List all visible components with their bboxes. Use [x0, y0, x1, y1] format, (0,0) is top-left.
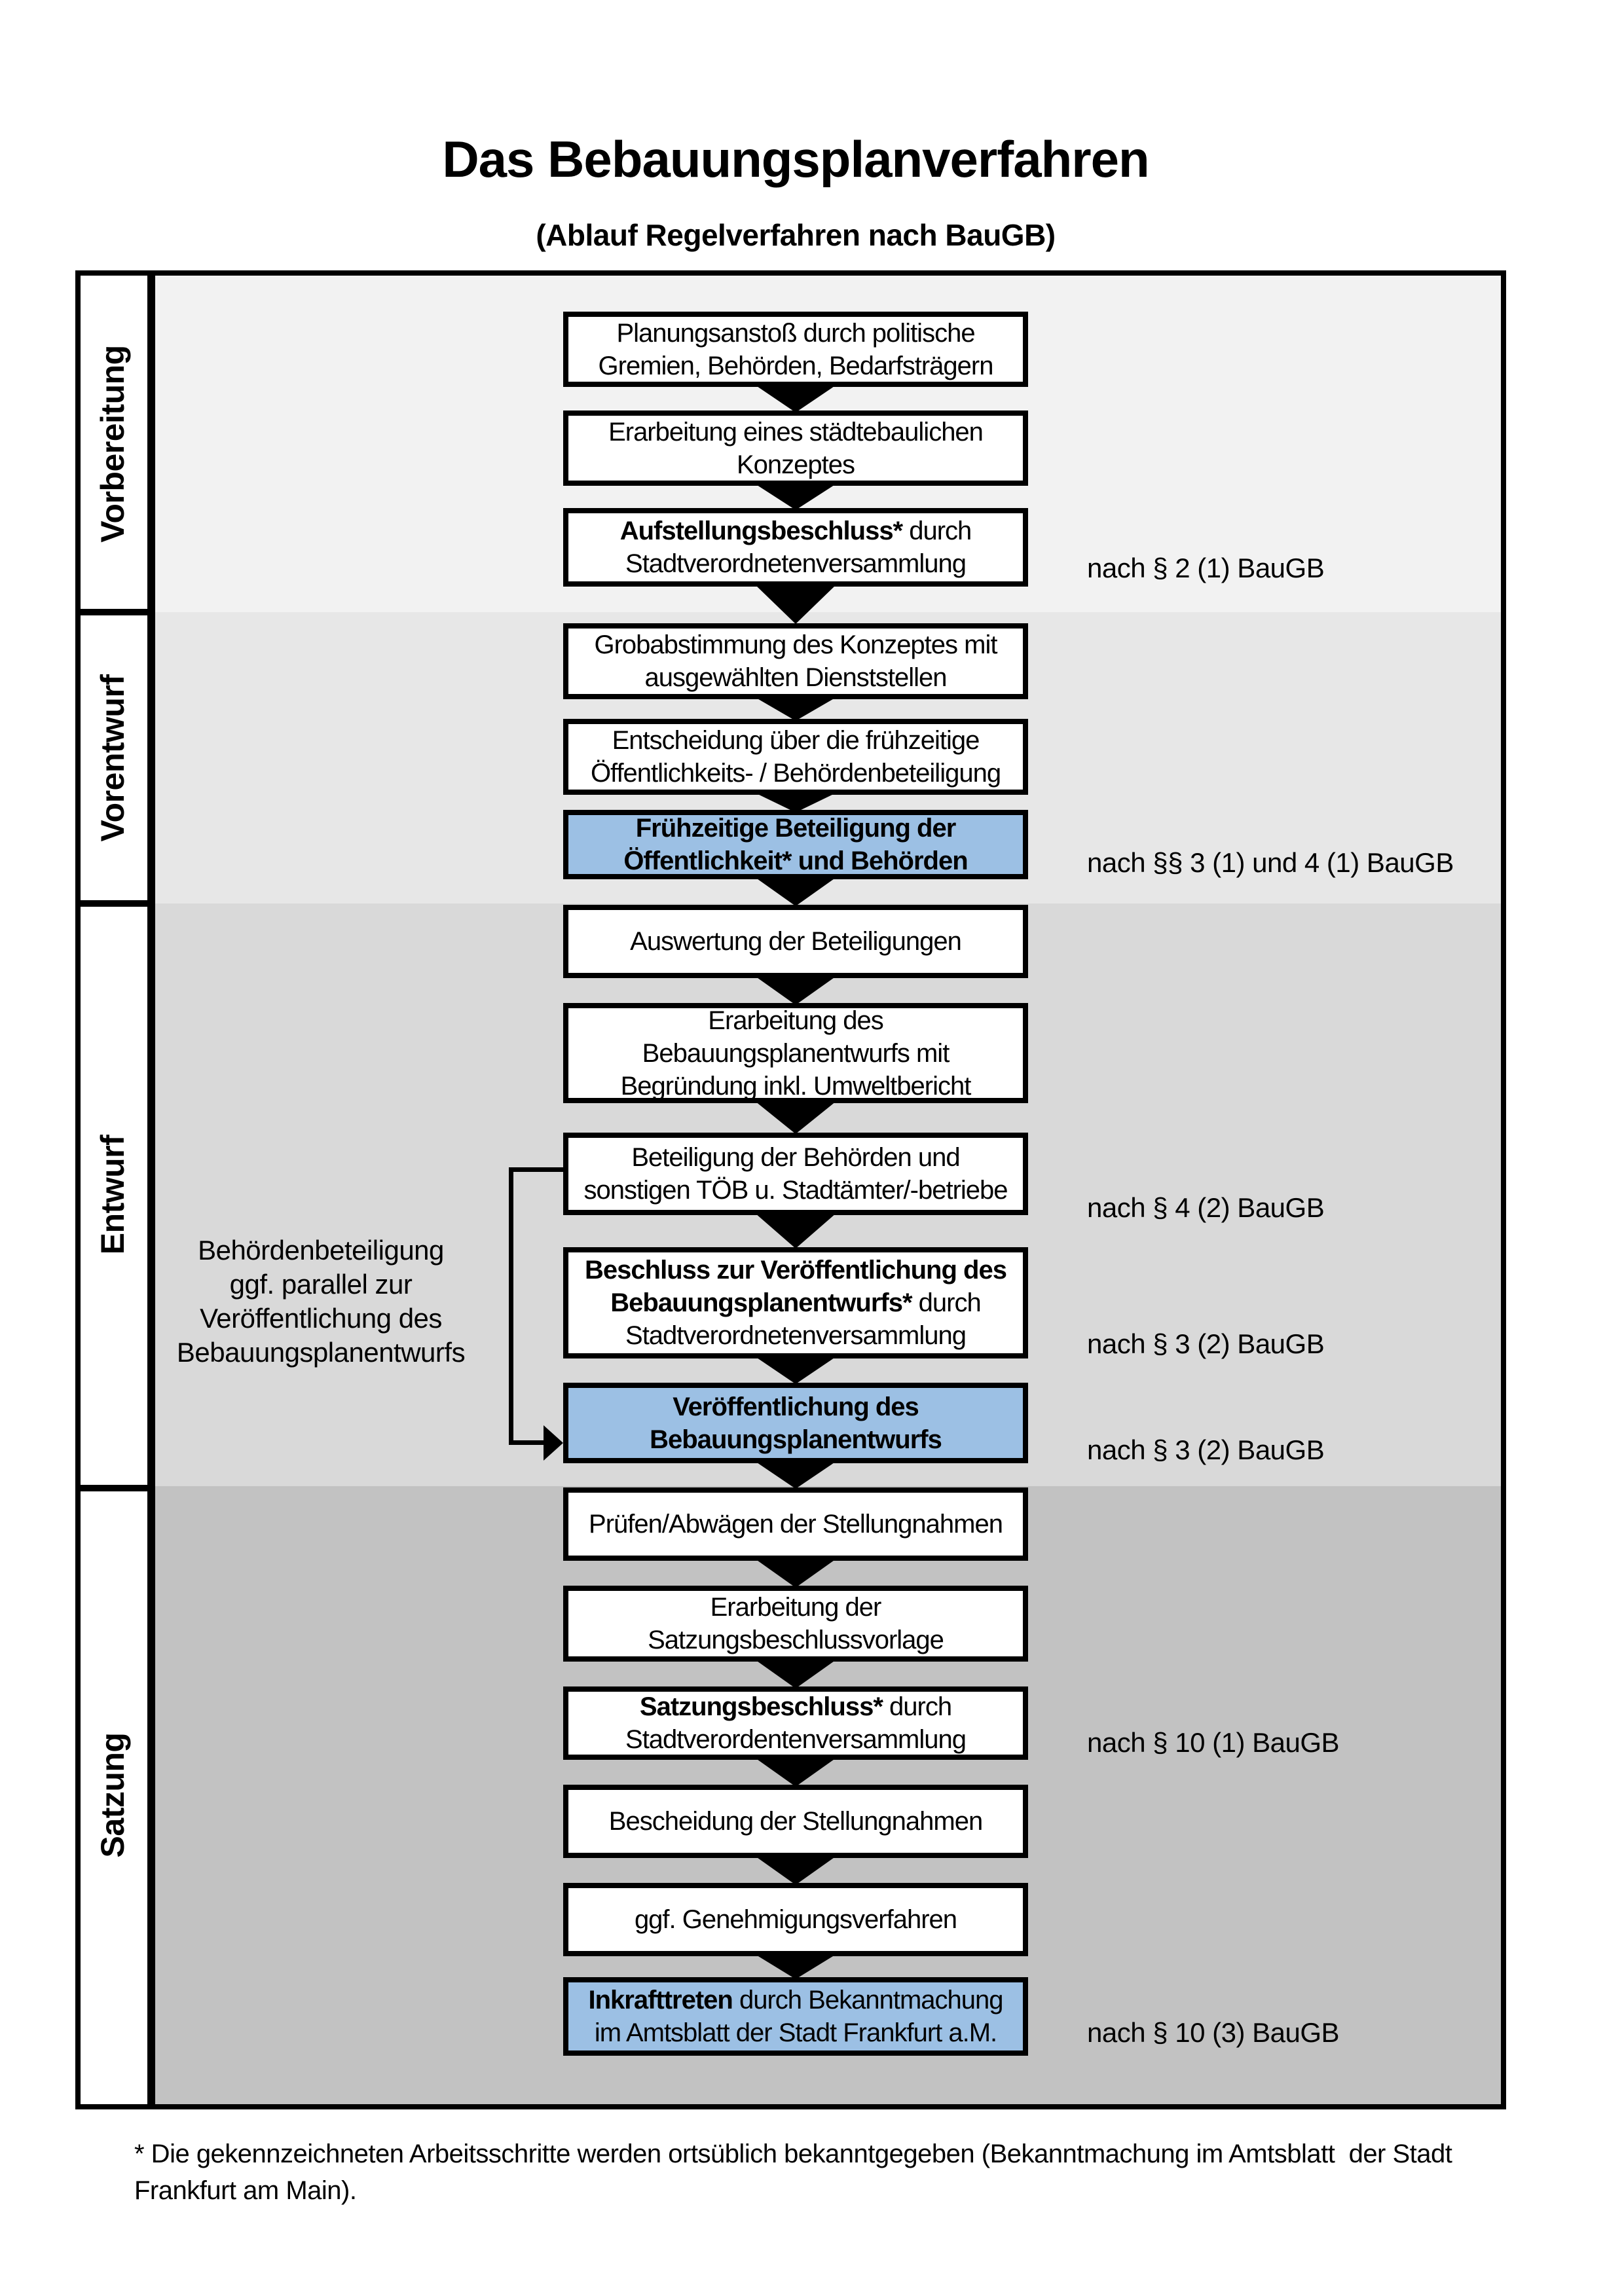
footnote: * Die gekennzeichneten Arbeitsschritte w…	[134, 2136, 1452, 2209]
step-text: ausgewählten Dienststellen	[644, 663, 948, 692]
step-beteiligung-behoerden: Beteiligung der Behörden und sonstigen T…	[563, 1133, 1028, 1215]
side-note-line: Behördenbeteiligung	[198, 1235, 444, 1266]
step-text: Bebauungsplanentwurfs* durch	[610, 1288, 981, 1317]
step-beschluss-veroeffentlichung: Beschluss zur Veröffentlichung des Bebau…	[563, 1247, 1028, 1358]
right-arrow-icon	[544, 1425, 563, 1461]
step-text: Öffentlichkeits- / Behördenbeteiligung	[590, 759, 1001, 788]
step-text: Inkrafttreten durch Bekanntmachung	[588, 1986, 1003, 2014]
legal-reference: nach § 3 (2) BauGB	[1087, 1434, 1325, 1465]
legal-reference: nach § 10 (3) BauGB	[1087, 2017, 1340, 2048]
step-text: Stadtverordnetenversammlung	[625, 549, 967, 578]
step-entscheidung-beteiligung: Entscheidung über die frühzeitige Öffent…	[563, 719, 1028, 795]
legal-reference: nach § 3 (2) BauGB	[1087, 1328, 1325, 1359]
page-title: Das Bebauungsplanverfahren	[442, 130, 1149, 188]
phase-label-entwurf: Entwurf	[94, 1135, 131, 1255]
step-text: Auswertung der Beteiligungen	[630, 927, 962, 956]
page-subtitle: (Ablauf Regelverfahren nach BauGB)	[536, 218, 1056, 252]
step-satzungsbeschluss: Satzungsbeschluss* durch Stadtverordente…	[563, 1686, 1028, 1760]
step-text: Entscheidung über die frühzeitige	[612, 726, 980, 755]
step-veroeffentlichung: Veröffentlichung des Bebauungsplanentwur…	[563, 1383, 1028, 1463]
step-text: Gremien, Behörden, Bedarfsträgern	[598, 351, 994, 380]
down-arrow	[755, 1101, 836, 1134]
step-satzungsbeschlussvorlage: Erarbeitung der Satzungsbeschlussvorlage	[563, 1586, 1028, 1662]
step-fruehzeitige-beteiligung: Frühzeitige Beteiligung der Öffentlichke…	[563, 810, 1028, 879]
phase-label-satzung: Satzung	[94, 1732, 131, 1858]
sidebar-divider	[81, 609, 147, 615]
sidebar-divider	[81, 1485, 147, 1491]
step-text: Konzeptes	[736, 450, 855, 479]
step-text: Erarbeitung des	[708, 1006, 883, 1035]
step-text: Bebauungsplanentwurfs mit	[642, 1038, 950, 1068]
step-text: Stadtverordnetenversammlung	[625, 1321, 967, 1350]
down-arrow	[755, 1357, 836, 1384]
sidebar-divider	[81, 900, 147, 907]
step-erarbeitung-entwurf: Erarbeitung des Bebauungsplanentwurfs mi…	[563, 1003, 1028, 1103]
step-inkrafttreten: Inkrafttreten durch Bekanntmachung im Am…	[563, 1977, 1028, 2056]
step-text: Grobabstimmung des Konzeptes mit	[594, 630, 998, 659]
down-arrow	[755, 877, 836, 906]
down-arrow	[755, 1954, 836, 1979]
phase-label-vorentwurf: Vorentwurf	[94, 674, 131, 842]
down-arrow	[755, 1856, 836, 1885]
legal-reference: nach § 2 (1) BauGB	[1087, 553, 1325, 583]
step-bescheidung: Bescheidung der Stellungnahmen	[563, 1785, 1028, 1858]
down-arrow	[755, 976, 836, 1005]
step-text: Satzungsbeschluss* durch	[639, 1692, 952, 1721]
connector-line	[509, 1440, 545, 1445]
step-genehmigungsverfahren: ggf. Genehmigungsverfahren	[563, 1883, 1028, 1956]
step-text: Erarbeitung der	[710, 1593, 882, 1622]
sidebar-separator	[147, 270, 155, 2109]
step-text: Veröffentlichung des	[673, 1392, 919, 1421]
legal-reference: nach § 4 (2) BauGB	[1087, 1192, 1325, 1223]
step-text: Begründung inkl. Umweltbericht	[620, 1071, 972, 1101]
step-text: Bebauungsplanentwurfs	[650, 1425, 942, 1454]
down-arrow	[755, 484, 836, 510]
side-note: Behördenbeteiligung ggf. parallel zur Ve…	[164, 1233, 478, 1370]
step-text: Frühzeitige Beteiligung der	[635, 814, 957, 843]
step-text: Aufstellungsbeschluss* durch	[619, 517, 972, 545]
down-arrow	[755, 793, 836, 812]
step-text: im Amtsblatt der Stadt Frankfurt a.M.	[594, 2018, 997, 2047]
step-text: ggf. Genehmigungsverfahren	[634, 1905, 957, 1934]
step-aufstellungsbeschluss: Aufstellungsbeschluss* durch Stadtverord…	[563, 508, 1028, 587]
down-arrow	[755, 1660, 836, 1688]
step-text: Beschluss zur Veröffentlichung des	[585, 1256, 1007, 1285]
down-arrow	[755, 1213, 836, 1248]
connector-line	[509, 1167, 563, 1172]
step-text: Erarbeitung eines städtebaulichen	[608, 417, 984, 446]
down-arrow	[755, 1758, 836, 1787]
step-planungsanstoss: Planungsanstoß durch politische Gremien,…	[563, 312, 1028, 387]
step-pruefen-abwaegen: Prüfen/Abwägen der Stellungnahmen	[563, 1487, 1028, 1561]
step-text: Satzungsbeschlussvorlage	[648, 1626, 944, 1654]
step-erarbeitung-konzept: Erarbeitung eines städtebaulichen Konzep…	[563, 410, 1028, 486]
side-note-line: Bebauungsplanentwurfs	[176, 1337, 466, 1368]
legal-reference: nach § 10 (1) BauGB	[1087, 1727, 1340, 1758]
step-auswertung: Auswertung der Beteiligungen	[563, 905, 1028, 978]
footnote-line: Frankfurt am Main).	[134, 2176, 357, 2205]
step-text: sonstigen TÖB u. Stadtämter/-betriebe	[583, 1176, 1008, 1205]
step-grobabstimmung: Grobabstimmung des Konzeptes mit ausgewä…	[563, 623, 1028, 699]
step-text: Beteiligung der Behörden und	[631, 1143, 960, 1172]
down-arrow	[755, 585, 836, 624]
step-text: Stadtverordentenversammlung	[625, 1725, 967, 1754]
step-text: Prüfen/Abwägen der Stellungnahmen	[589, 1510, 1003, 1539]
down-arrow	[755, 1461, 836, 1489]
down-arrow	[755, 1559, 836, 1588]
footnote-line: * Die gekennzeichneten Arbeitsschritte w…	[134, 2140, 1452, 2168]
side-note-line: ggf. parallel zur	[229, 1269, 413, 1300]
legal-reference: nach §§ 3 (1) und 4 (1) BauGB	[1087, 847, 1454, 878]
side-note-line: Veröffentlichung des	[200, 1303, 442, 1334]
step-text: Planungsanstoß durch politische	[616, 318, 975, 348]
down-arrow	[755, 385, 836, 412]
phase-label-vorbereitung: Vorbereitung	[94, 345, 131, 543]
connector-line	[509, 1167, 513, 1445]
down-arrow	[755, 697, 836, 721]
step-text: Öffentlichkeit* und Behörden	[623, 847, 968, 875]
step-text: Bescheidung der Stellungnahmen	[608, 1807, 983, 1836]
